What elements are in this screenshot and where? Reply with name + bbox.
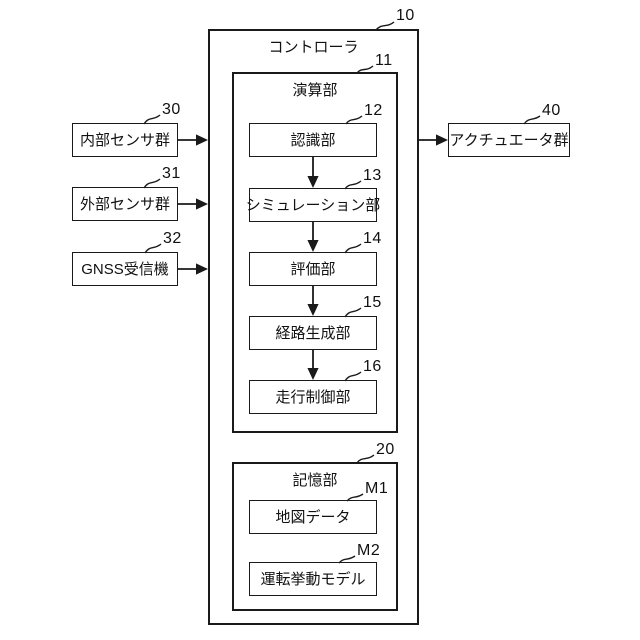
map-data-block: 地図データ [249,500,377,534]
ref-30: 30 [162,101,181,118]
ref-20: 20 [376,441,395,458]
controller-label: コントローラ [268,39,359,56]
travel-control-block: 走行制御部 [249,380,377,414]
ref-13: 13 [363,167,382,184]
evaluation-block: 評価部 [249,252,377,286]
controller-box [208,29,419,625]
internal-sensor-group-box: 内部センサ群 [72,123,178,157]
ref-40: 40 [542,102,561,119]
ref-31: 31 [162,165,181,182]
storage-unit-box [232,462,398,611]
simulation-block: シミュレーション部 [246,188,380,222]
arrow-gnss-to-controller [178,263,208,275]
ref-12: 12 [364,102,383,119]
ref-11: 11 [375,52,393,69]
compute-unit-label: 演算部 [292,82,338,99]
gnss-receiver-box: GNSS受信機 [72,252,178,286]
recognition-block: 認識部 [249,123,377,157]
ref-10: 10 [396,7,415,24]
driving-behavior-model-block: 運転挙動モデル [249,562,377,596]
external-sensor-group-box: 外部センサ群 [72,187,178,221]
ref-32: 32 [163,230,182,247]
arrow-controller-to-actuators [419,134,448,146]
ref-M1: M1 [365,480,389,497]
actuator-group-box: アクチュエータ群 [448,123,570,157]
ref-15: 15 [363,294,382,311]
arrow-external-sensors-to-controller [178,198,208,210]
ref-16: 16 [363,358,382,375]
ref-M2: M2 [357,542,381,559]
route-generation-block: 経路生成部 [249,316,377,350]
ref-14: 14 [363,230,382,247]
storage-unit-label: 記憶部 [292,472,338,489]
compute-unit-box [232,72,398,433]
arrow-internal-sensors-to-controller [178,134,208,146]
